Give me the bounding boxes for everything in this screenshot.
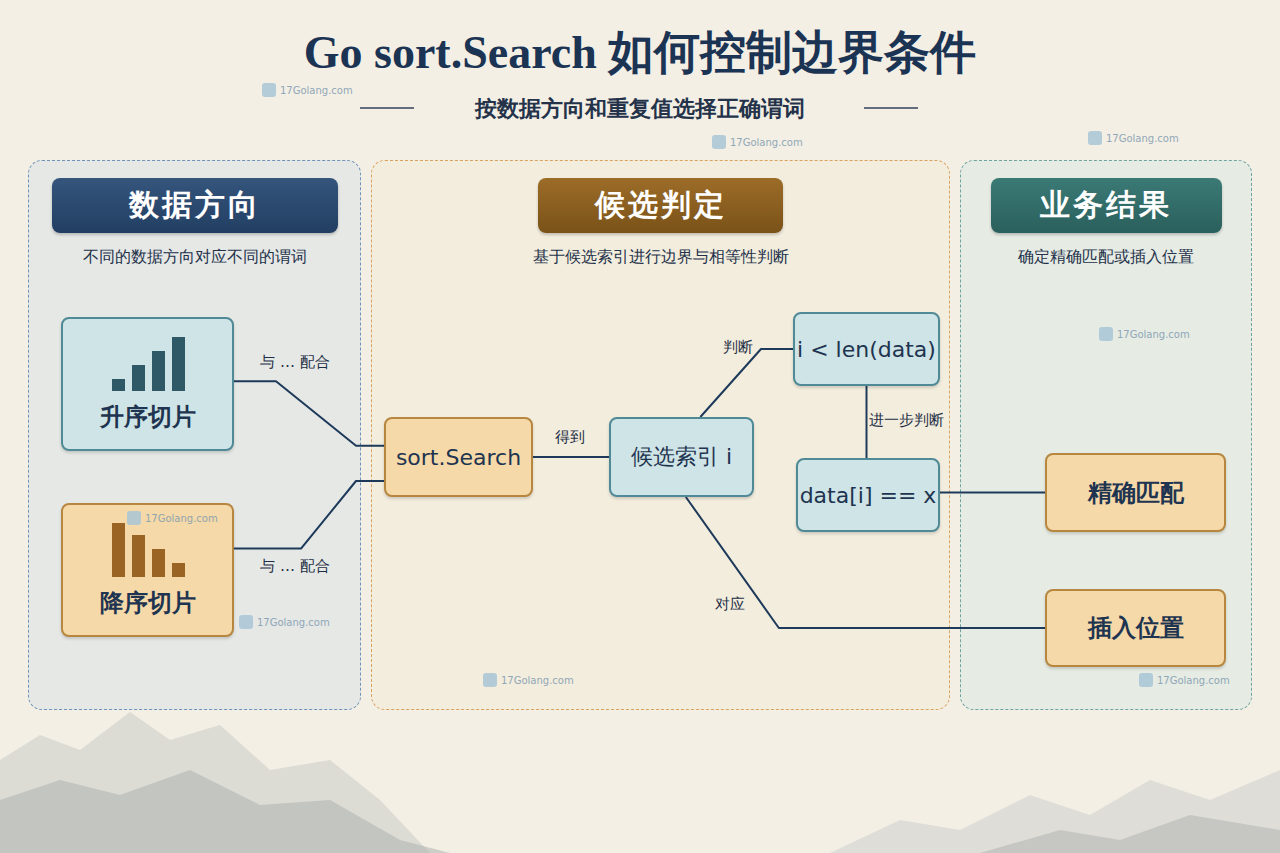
watermark: 17Golang.com bbox=[1099, 327, 1190, 341]
node-text: sort.Search bbox=[396, 445, 521, 470]
watermark: 17Golang.com bbox=[483, 673, 574, 687]
subtitle-rule bbox=[360, 107, 414, 109]
process-box: 候选索引 i bbox=[609, 417, 754, 497]
edge-label: 进一步判断 bbox=[869, 411, 944, 430]
node-text: data[i] == x bbox=[800, 483, 937, 508]
watermark: 17Golang.com bbox=[712, 135, 803, 149]
edge-label: 对应 bbox=[715, 595, 745, 614]
node-text: 候选索引 i bbox=[631, 442, 732, 472]
watermark: 17Golang.com bbox=[1139, 673, 1230, 687]
panel-heading: 数据方向 bbox=[52, 178, 338, 233]
edge-label: 得到 bbox=[555, 428, 585, 447]
data-box: 升序切片 bbox=[61, 317, 234, 451]
condition-box: data[i] == x bbox=[796, 458, 940, 532]
watermark: 17Golang.com bbox=[1088, 131, 1179, 145]
group-panel: 候选判定基于候选索引进行边界与相等性判断 sort.Search 候选索引 i i <… bbox=[371, 160, 950, 710]
mountain bbox=[830, 770, 1280, 853]
function-box: sort.Search bbox=[384, 417, 533, 497]
result-box: 插入位置 bbox=[1045, 589, 1226, 667]
watermark: 17Golang.com bbox=[262, 83, 353, 97]
group-panel: 业务结果确定精确匹配或插入位置精确匹配插入位置 bbox=[960, 160, 1252, 710]
node-text: 精确匹配 bbox=[1088, 477, 1184, 509]
edge-label: 与 … 配合 bbox=[260, 557, 330, 576]
condition-box: i < len(data) bbox=[793, 312, 940, 386]
node-text: 升序切片 bbox=[100, 401, 196, 433]
subtitle-rule bbox=[864, 107, 918, 109]
result-box: 精确匹配 bbox=[1045, 453, 1226, 532]
diagram-title: Go sort.Search 如何控制边界条件 bbox=[0, 22, 1280, 84]
edge-label: 判断 bbox=[723, 338, 753, 357]
panel-heading: 候选判定 bbox=[538, 178, 783, 233]
node-text: 插入位置 bbox=[1088, 612, 1184, 644]
edge-label: 与 … 配合 bbox=[260, 353, 330, 372]
bar-icon bbox=[108, 521, 188, 577]
panel-description: 确定精确匹配或插入位置 bbox=[1018, 247, 1194, 268]
bar-icon bbox=[108, 335, 188, 391]
mountain bbox=[980, 815, 1280, 853]
watermark: 17Golang.com bbox=[127, 511, 218, 525]
panel-heading: 业务结果 bbox=[991, 178, 1222, 233]
node-text: 降序切片 bbox=[100, 587, 196, 619]
mountain bbox=[0, 770, 450, 853]
panel-description: 基于候选索引进行边界与相等性判断 bbox=[533, 247, 789, 268]
watermark: 17Golang.com bbox=[239, 615, 330, 629]
panel-description: 不同的数据方向对应不同的谓词 bbox=[83, 247, 307, 268]
node-text: i < len(data) bbox=[797, 337, 936, 362]
subtitle: 按数据方向和重复值选择正确谓词 bbox=[0, 94, 1280, 124]
